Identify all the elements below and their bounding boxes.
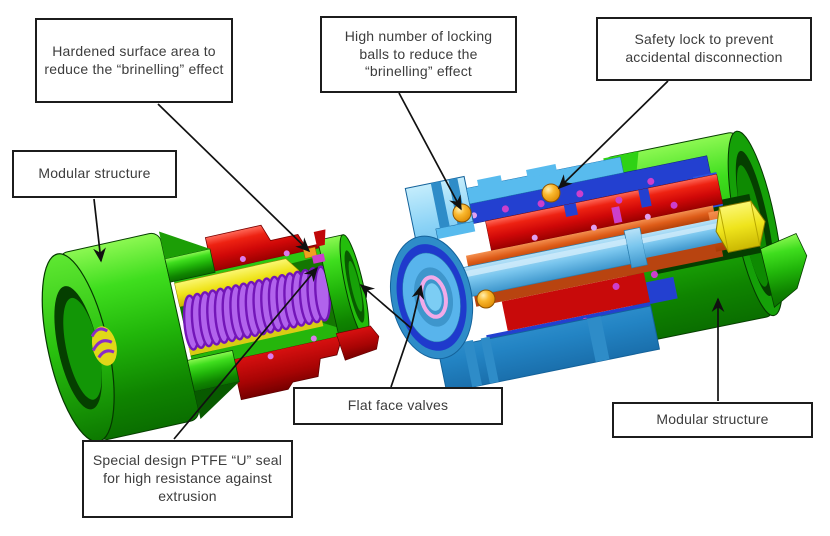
callout-modular-structure-left: Modular structure [12, 150, 177, 198]
female-flat-valve-face [389, 235, 474, 360]
male-seal-dots [239, 250, 317, 360]
arrow-ptfe-seal [173, 266, 318, 440]
callout-locking-balls: High number of locking balls to reduce t… [320, 16, 517, 93]
male-coupling-half [41, 224, 380, 443]
arrow-safety-lock [557, 80, 669, 190]
spring-coil [182, 265, 332, 351]
male-red-sleeve [204, 224, 341, 401]
locking-ball [452, 203, 472, 223]
female-cyan-sleeve [404, 156, 661, 393]
locking-ball-safety [541, 183, 561, 203]
locking-balls [452, 183, 561, 309]
male-green-body [41, 231, 240, 443]
female-coupling-half [389, 130, 808, 393]
arrow-locking-balls [398, 92, 462, 211]
male-tip [303, 229, 380, 361]
callout-safety-lock: Safety lock to prevent accidental discon… [596, 17, 812, 81]
locking-ball [476, 289, 496, 309]
callout-hardened-surface: Hardened surface area to reduce the “bri… [35, 18, 233, 103]
arrow-hardened-surface [157, 103, 311, 253]
callout-flat-face-valves: Flat face valves [293, 387, 503, 425]
arrow-modular-left [93, 198, 106, 263]
callout-modular-structure-right: Modular structure [612, 402, 813, 438]
callout-ptfe-seal: Special design PTFE “U” seal for high re… [82, 440, 293, 518]
arrow-flat-face-right [410, 284, 425, 329]
callout-arrows [93, 80, 725, 440]
